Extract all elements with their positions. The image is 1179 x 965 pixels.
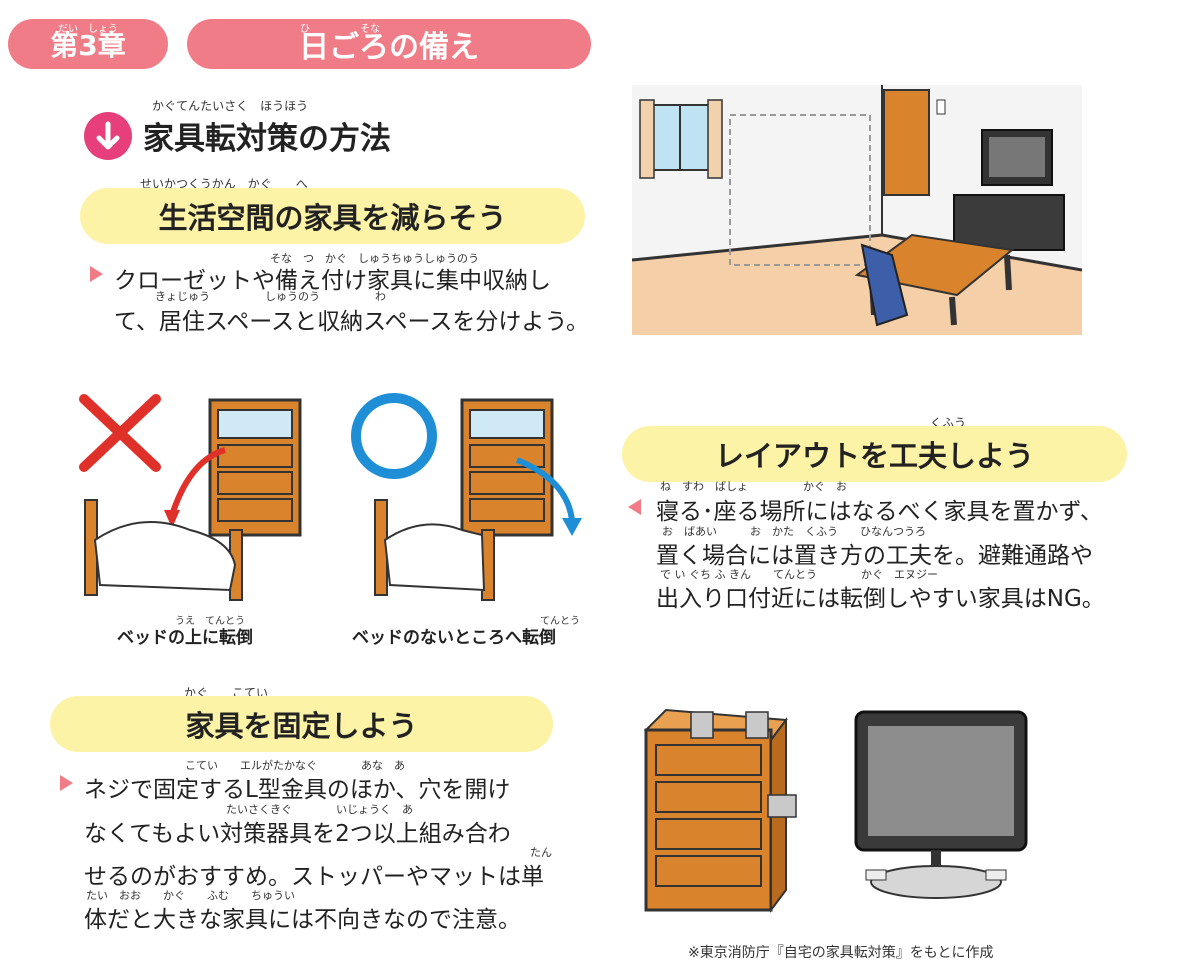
tip2-line3: 出入り口付近には転倒しやすい家具はNG。 xyxy=(656,586,1105,612)
tip3-ruby2: たいさくきぐ いじょうく あ xyxy=(226,803,413,816)
tip1-ruby1: そな つ かぐ しゅうちゅうしゅうのう xyxy=(270,252,479,265)
tip2-ruby2: お ばあい お かた くふう ひなんつうろ xyxy=(662,525,926,538)
chapter-label: 第3章 xyxy=(50,29,126,62)
bad-caption: ベッドの上に転倒 xyxy=(117,628,253,648)
bullet-marker xyxy=(628,499,641,515)
tip2-line2: 置く場合には置き方の工夫を。避難通路や xyxy=(656,543,1093,569)
good-example-illustration xyxy=(374,398,582,601)
good-caption-ruby: てんとう xyxy=(540,616,580,627)
bullet-marker xyxy=(60,775,73,791)
chapter-ruby: だい しょう xyxy=(58,24,118,35)
section-heading: 家具転対策の方法 xyxy=(143,121,391,157)
tip3-line2: なくてもよい対策器具を2つ以上組み合わ xyxy=(84,821,511,847)
bad-example-illustration xyxy=(84,398,302,601)
tip3-ruby3: たん xyxy=(530,846,552,859)
cross-mark-icon xyxy=(79,394,161,472)
anchored-furniture-illustration xyxy=(643,708,1028,913)
footnote: ※東京消防庁『自宅の家具転対策』をもとに作成 xyxy=(688,945,994,961)
tip2-line1: 寝る･座る場所にはなるべく家具を置かず、 xyxy=(656,499,1103,525)
header-title: 日ごろの備え xyxy=(299,30,479,65)
arrow-down-icon xyxy=(84,112,132,160)
tip3-line3: せるのがおすすめ。ストッパーやマットは単 xyxy=(84,864,544,890)
tip3-title-bar: 家具を固定しよう xyxy=(50,696,553,752)
tip2-title: レイアウトを工夫しよう xyxy=(714,439,1034,473)
tip1-line1: クローゼットや備え付け家具に集中収納し xyxy=(114,268,551,294)
header-title-bar: 日ごろの備え xyxy=(187,19,591,69)
tip1-title-bar: 生活空間の家具を減らそう xyxy=(80,188,585,244)
section-heading-ruby: かぐてんたいさく ほうほう xyxy=(152,99,309,113)
tip1-ruby2: きょじゅう しゅうのう わ xyxy=(155,290,386,303)
tip2-ruby1: ね すわ ばしょ かぐ お xyxy=(660,480,847,493)
circle-mark-icon xyxy=(351,393,437,479)
tip2-title-bar: レイアウトを工夫しよう xyxy=(622,426,1127,482)
room-illustration xyxy=(632,85,1082,335)
good-caption: ベッドのないところへ転倒 xyxy=(352,628,556,648)
tip3-line4: 体だと大きな家具には不向きなので注意。 xyxy=(84,907,521,933)
header-title-ruby: ひ そな xyxy=(300,24,380,35)
tip3-ruby4: たい おお かぐ ふむ ちゅうい xyxy=(86,889,295,902)
tip1-title-ruby: せいかつくうかん かぐ へ xyxy=(140,177,308,191)
tip3-line1: ネジで固定するL型金具のほか、穴を開け xyxy=(84,777,511,803)
bad-caption-ruby: うえ てんとう xyxy=(175,616,245,627)
tip3-ruby1: こてい エルがたかなぐ あな あ xyxy=(185,759,405,772)
tip1-title: 生活空間の家具を減らそう xyxy=(158,201,507,235)
tip2-ruby3: で い ぐち ふ きん てんとう かぐ エヌジー xyxy=(660,568,938,581)
tip3-title: 家具を固定しよう xyxy=(185,709,418,743)
chapter-badge: 第3章 xyxy=(8,19,168,69)
bullet-marker xyxy=(90,266,103,282)
tip1-line2: て、居住スペースと収納スペースを分けよう。 xyxy=(114,309,589,335)
